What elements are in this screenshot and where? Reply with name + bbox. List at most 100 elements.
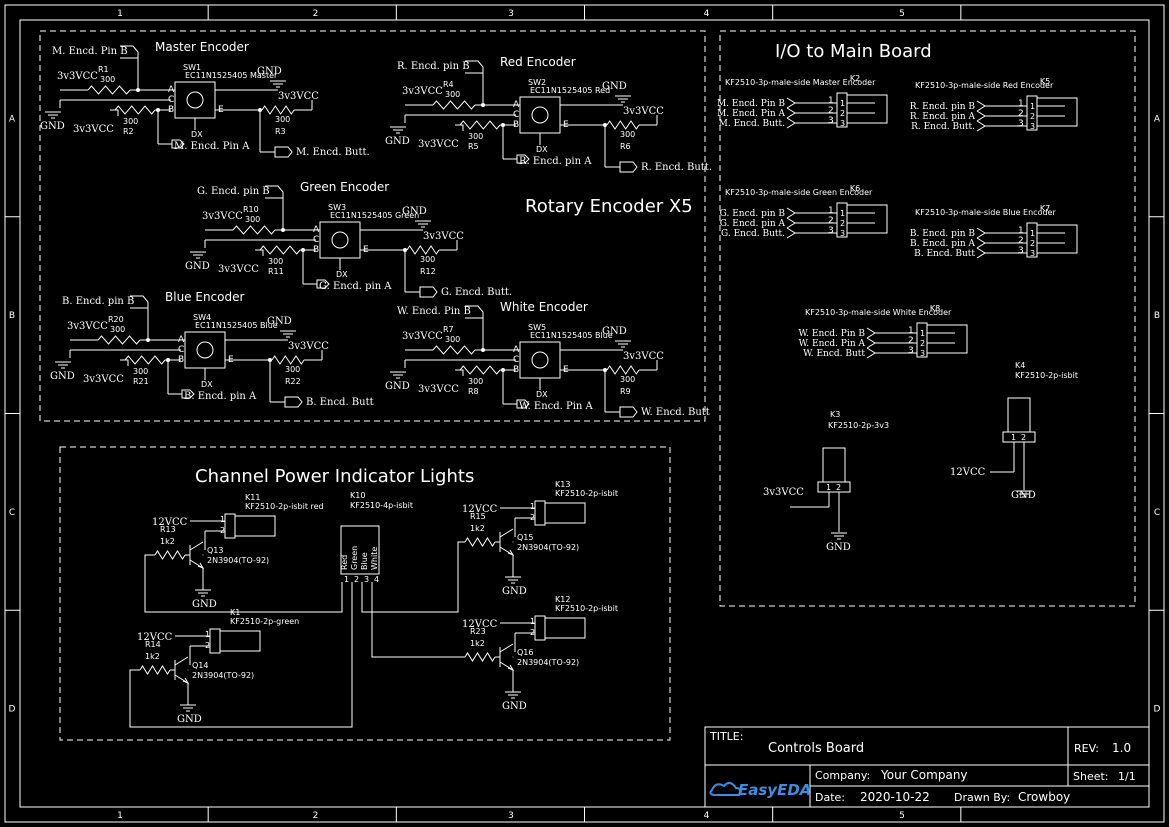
resistor-ref: R15: [470, 512, 486, 521]
resistor-value: 1k2: [160, 537, 175, 546]
connector-ref: K5: [1040, 77, 1050, 86]
pin-number: 2: [354, 575, 359, 584]
connector-housing: [1007, 397, 1031, 433]
pin-number: 3: [1018, 119, 1024, 129]
vcc-label: 3v3VCC: [418, 384, 459, 395]
resistor-value: 300: [133, 367, 148, 376]
net-flag: [976, 227, 986, 239]
transistor-part: 2N3904(TO-92): [517, 658, 579, 667]
connector-part: KF2510-3p-male-side Master Encoder: [725, 78, 876, 87]
encoder-body: [519, 96, 561, 134]
connector-body: [534, 500, 546, 526]
resistor-ref: R11: [268, 267, 284, 276]
pin-c-label: C: [513, 110, 519, 120]
connector-body: [1002, 431, 1036, 443]
pin-number: 1: [920, 329, 925, 338]
connector-part: KF2510-4p-isbit: [350, 501, 413, 510]
wire: [361, 541, 465, 613]
resistor: [606, 365, 640, 375]
column-marker: 1: [117, 9, 123, 19]
connector-pin-label: G. Encd. pin A: [720, 219, 786, 229]
gnd-label: GND: [192, 599, 217, 610]
company-value: Your Company: [880, 768, 968, 782]
rotary-title: Rotary Encoder X5: [525, 196, 693, 217]
column-marker: 2: [313, 9, 319, 19]
connector-pin-label: W. Encd. Butt: [803, 349, 865, 359]
pin-d-label: DX: [191, 130, 203, 139]
pin-number: 4: [374, 575, 379, 584]
vcc-label: 3v3VCC: [623, 351, 664, 362]
net-flag: [786, 217, 796, 229]
resistor-ref: R1: [98, 65, 109, 74]
pin-number: 1: [840, 209, 845, 218]
resistor: [464, 652, 496, 662]
connector-ref: K8: [930, 304, 940, 313]
resistor-ref: R22: [285, 377, 301, 386]
resistor-value: 300: [468, 132, 483, 141]
resistor-ref: R13: [160, 525, 176, 534]
connector-ref: K7: [1040, 204, 1050, 213]
resistor-value: 300: [620, 130, 635, 139]
column-marker: 5: [899, 811, 905, 821]
channel-name-label: Red: [340, 555, 349, 570]
pin-number: 1: [828, 206, 834, 216]
gnd-label: GND: [257, 66, 282, 77]
net-flag: [465, 60, 484, 74]
connector-pin-label: M. Encd. Pin A: [717, 109, 785, 119]
pin-number: 3: [1030, 122, 1035, 131]
net-flag: [270, 396, 303, 408]
gnd-label: GND: [502, 701, 527, 712]
sheet-label: Sheet:: [1073, 770, 1109, 783]
wire: [255, 249, 264, 256]
transistor-part: 2N3904(TO-92): [517, 543, 579, 552]
channel-name-label: White: [370, 547, 379, 570]
vcc-label: 3v3VCC: [402, 331, 443, 342]
encoder-title: Blue Encoder: [165, 290, 244, 304]
indicator-lights-group: K10KF2510-4p-isbitRed1Green2Blue3White4K…: [129, 480, 618, 728]
pin-b-label: G. Encd. pin B: [197, 186, 270, 197]
vcc-label: 3v3VCC: [57, 71, 98, 82]
net-label: 12VCC: [152, 517, 188, 528]
connector-housing: [340, 525, 380, 575]
pin-a-label: G. Encd. pin A: [319, 281, 392, 292]
connector-pin-label: R. Encd. pin A: [910, 112, 976, 122]
connector-ref: K13: [555, 480, 570, 489]
gnd-label: GND: [40, 121, 65, 132]
resistor-ref: R12: [420, 267, 436, 276]
net-flag: [786, 117, 796, 129]
row-marker: A: [9, 114, 16, 124]
pin-number: 3: [364, 575, 369, 584]
transistor-ref: Q16: [517, 648, 533, 657]
transistor-collector: [189, 541, 204, 551]
column-marker: 5: [899, 9, 905, 19]
resistor-ref: R5: [468, 142, 479, 151]
gnd-label: GND: [385, 136, 410, 147]
resistor-value: 300: [285, 365, 300, 374]
connector-part: KF2510-2p-isbit: [1015, 371, 1078, 380]
net-flag: [168, 389, 195, 399]
resistor-value: 300: [420, 255, 435, 264]
net-label: 3v3VCC: [763, 487, 804, 498]
pin-number: 2: [1021, 433, 1026, 442]
connector-part: KF2510-2p-isbit red: [245, 502, 324, 511]
connector-pin-label: G. Encd. Butt.: [721, 229, 785, 239]
encoder-title: Red Encoder: [500, 55, 576, 69]
resistor-value: 300: [268, 257, 283, 266]
connector-housing: [822, 447, 846, 483]
resistor: [87, 85, 131, 95]
vcc-label: 3v3VCC: [202, 211, 243, 222]
resistor-ref: R9: [620, 387, 631, 396]
resistor: [114, 105, 156, 115]
pin-b-label: B: [168, 105, 174, 115]
switch-ref: SW2: [528, 78, 546, 87]
net-flag: [976, 110, 986, 122]
resistor: [259, 245, 301, 255]
pin-number: 2: [908, 336, 914, 346]
connector-part: KF2510-3p-male-side Red Encoder: [915, 81, 1054, 90]
pin-number: 2: [1018, 236, 1024, 246]
